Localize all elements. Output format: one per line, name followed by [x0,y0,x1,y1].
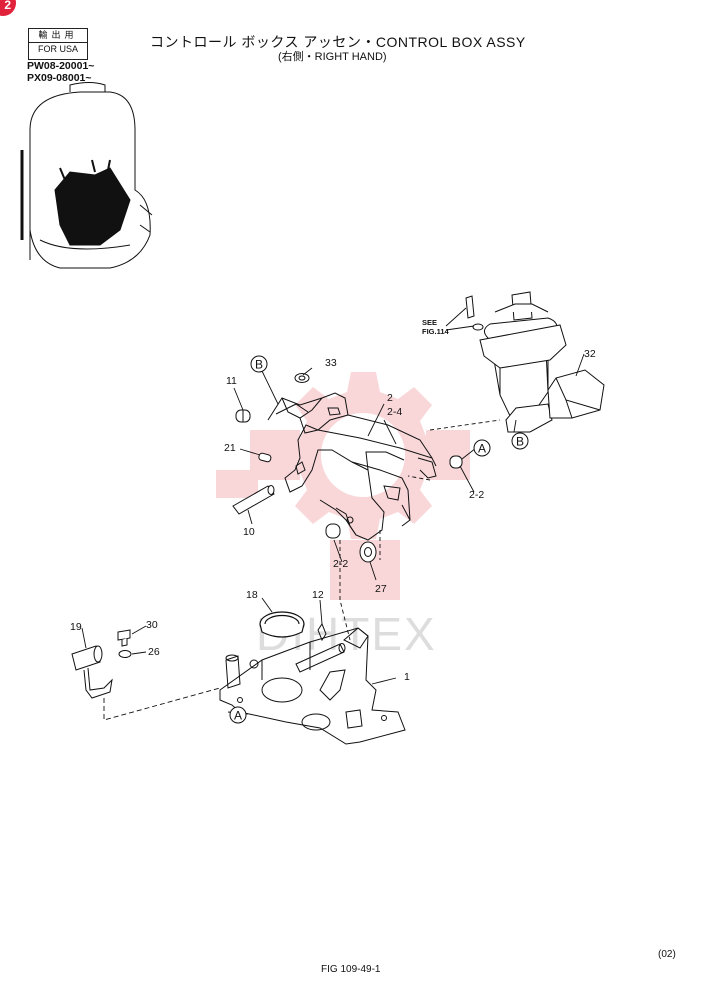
revision-number: (02) [658,949,676,960]
label-part-10: 10 [243,526,255,538]
label-part-2-2-right: 2-2 [469,489,484,501]
label-part-33: 33 [325,357,337,369]
callout-a-bracket: A [473,439,491,457]
callout-b-joystick-letter: B [516,435,524,449]
serial-ranges: PW08-20001~ PX09-08001~ [27,60,94,84]
label-part-1: 1 [404,671,410,683]
callout-b-bracket-letter: B [255,358,263,372]
callout-b-bracket: B [250,355,268,373]
leader-lines [81,307,585,721]
part-11-bushing [235,409,251,423]
serial-range-1: PW08-20001~ [27,60,95,72]
part-2-2-bushing-left [325,523,341,539]
label-part-32: 32 [584,348,596,360]
cab-thumbnail [20,82,153,269]
part-19-bracket [71,645,113,699]
label-part-21: 21 [224,442,236,454]
part-27-washer [359,541,377,563]
label-part-2-2-left: 2-2 [333,558,348,570]
label-part-18: 18 [246,589,258,601]
see-figure-number: FIG.114 [422,327,449,336]
see-figure-reference: SEE FIG.114 [422,318,449,336]
callout-a-base-letter: A [234,709,242,723]
callout-a-base: A [229,706,247,724]
label-part-11: 11 [226,375,237,387]
label-part-26: 26 [148,646,160,658]
part-18-grommet [259,611,305,638]
part-10-shaft [232,485,275,515]
figure-number: FIG 109-49-1 [321,964,381,975]
label-part-12: 12 [312,589,324,601]
part-33-nut [294,373,310,383]
label-part-2: 2 [387,392,393,404]
diagram-title: コントロール ボックス アッセン・CONTROL BOX ASSY [150,34,526,50]
part-12-clip [317,622,327,642]
serial-range-2: PX09-08001~ [27,72,92,84]
label-part-30: 30 [146,619,158,631]
stamp-jp: 輸出用 [29,29,87,43]
see-label: SEE [422,318,438,327]
part-30-bolt [117,629,131,647]
label-part-2-4: 2-4 [387,406,402,418]
part-32-joystick [465,291,605,433]
callout-a-bracket-letter: A [478,442,486,456]
page-badge: 2 [0,0,16,16]
export-stamp: 輸出用 FOR USA [28,28,88,60]
label-part-27: 27 [375,583,387,595]
part-21-pin [258,452,272,463]
label-part-19: 19 [70,621,82,633]
callout-b-joystick: B [511,432,529,450]
stamp-en: FOR USA [37,44,78,54]
main-bracket [267,392,437,541]
part-2-2-bushing-right [449,455,463,469]
diagram-subtitle: (右側・RIGHT HAND) [278,51,387,63]
part-26-washer [118,650,132,658]
